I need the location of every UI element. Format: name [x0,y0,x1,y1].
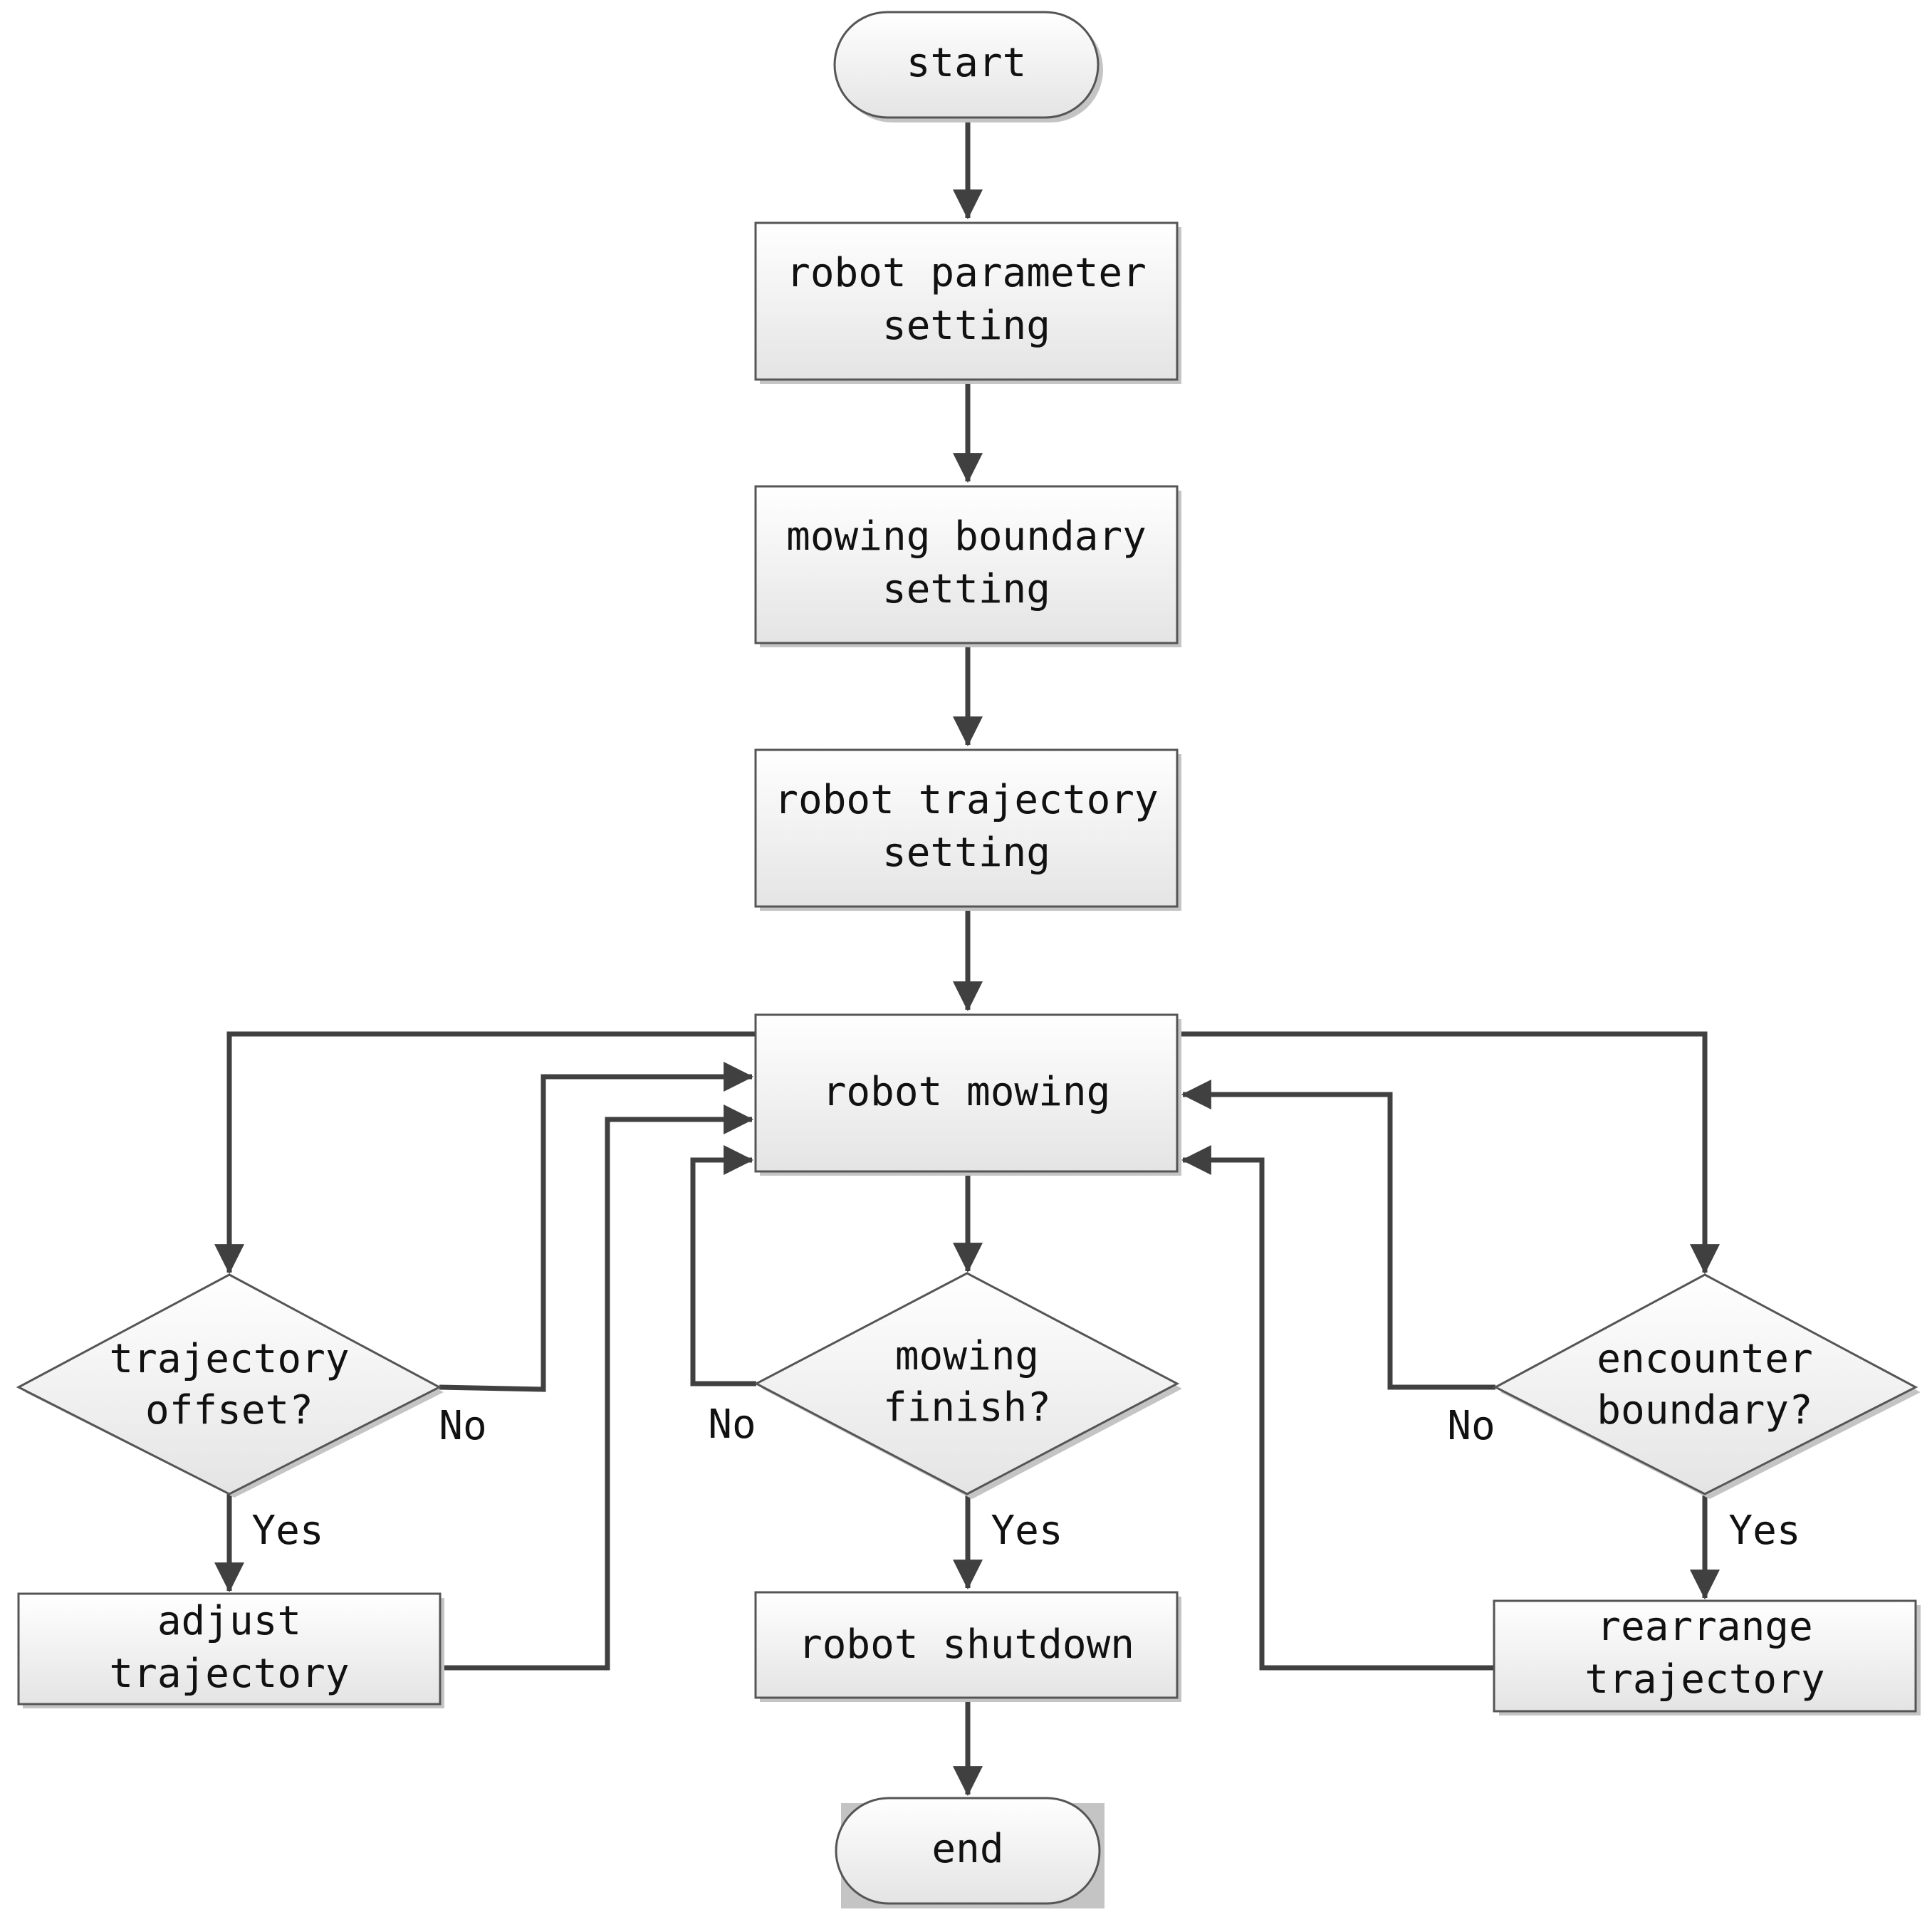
robot-trajectory-setting-box: robot trajectory setting [754,748,1181,911]
trajectory-offset-decision: trajectory offset? [16,1273,444,1498]
arrow-adjust-return [442,1104,754,1671]
robot-shutdown-box: robot shutdown [754,1591,1181,1702]
mowing-boundary-setting-box: mowing boundary setting [754,485,1181,647]
start-terminator: start [833,11,1103,122]
robot-parameter-setting-box: robot parameter setting [754,221,1181,384]
mowing-boundary-setting-label-line2: setting [882,566,1050,612]
arrow-offset-no [439,1062,754,1392]
end-terminator: end [835,1797,1105,1908]
encounter-boundary-label-line1: encounter [1597,1336,1812,1382]
offset-yes-label: Yes [251,1508,323,1554]
robot-trajectory-setting-label-line2: setting [882,830,1050,876]
finish-yes-label: Yes [991,1508,1062,1554]
robot-trajectory-setting-label-line1: robot trajectory [774,777,1158,823]
mowing-boundary-setting-label-line1: mowing boundary [786,513,1147,560]
arrow-mowing-to-offset [214,1031,756,1275]
arrow-mowing-to-encounter [1178,1031,1720,1275]
end-label: end [931,1826,1003,1872]
encounter-boundary-label-line2: boundary? [1597,1387,1812,1433]
arrow-rearrange-return [1181,1145,1495,1671]
trajectory-offset-label-line2: offset? [145,1387,313,1433]
robot-parameter-setting-label-line2: setting [882,303,1050,349]
adjust-trajectory-label-line2: trajectory [109,1651,349,1697]
rearrange-trajectory-label-line2: trajectory [1584,1656,1824,1703]
mowing-finish-decision: mowing finish? [753,1272,1182,1499]
robot-parameter-setting-label-line1: robot parameter [786,250,1147,296]
trajectory-offset-label-line1: trajectory [109,1336,349,1382]
robot-mowing-label: robot mowing [823,1069,1111,1115]
connectors [214,118,1720,1797]
arrow-encounter-no [1181,1080,1495,1390]
adjust-trajectory-box: adjust trajectory [17,1592,444,1708]
offset-no-label: No [439,1403,486,1449]
encounter-boundary-decision: encounter boundary? [1493,1273,1921,1499]
mowing-finish-label-line1: mowing [895,1333,1039,1379]
rearrange-trajectory-label-line1: rearrange [1597,1604,1812,1650]
mowing-finish-label-line2: finish? [883,1384,1051,1431]
arrow-finish-no [690,1145,756,1386]
start-label: start [907,40,1027,86]
encounter-no-label: No [1447,1403,1495,1449]
rearrange-trajectory-box: rearrange trajectory [1493,1599,1921,1715]
encounter-yes-label: Yes [1728,1508,1800,1554]
robot-mowing-box: robot mowing [754,1013,1181,1176]
finish-no-label: No [708,1401,756,1448]
robot-shutdown-label: robot shutdown [798,1621,1134,1668]
adjust-trajectory-label-line1: adjust [157,1598,301,1644]
